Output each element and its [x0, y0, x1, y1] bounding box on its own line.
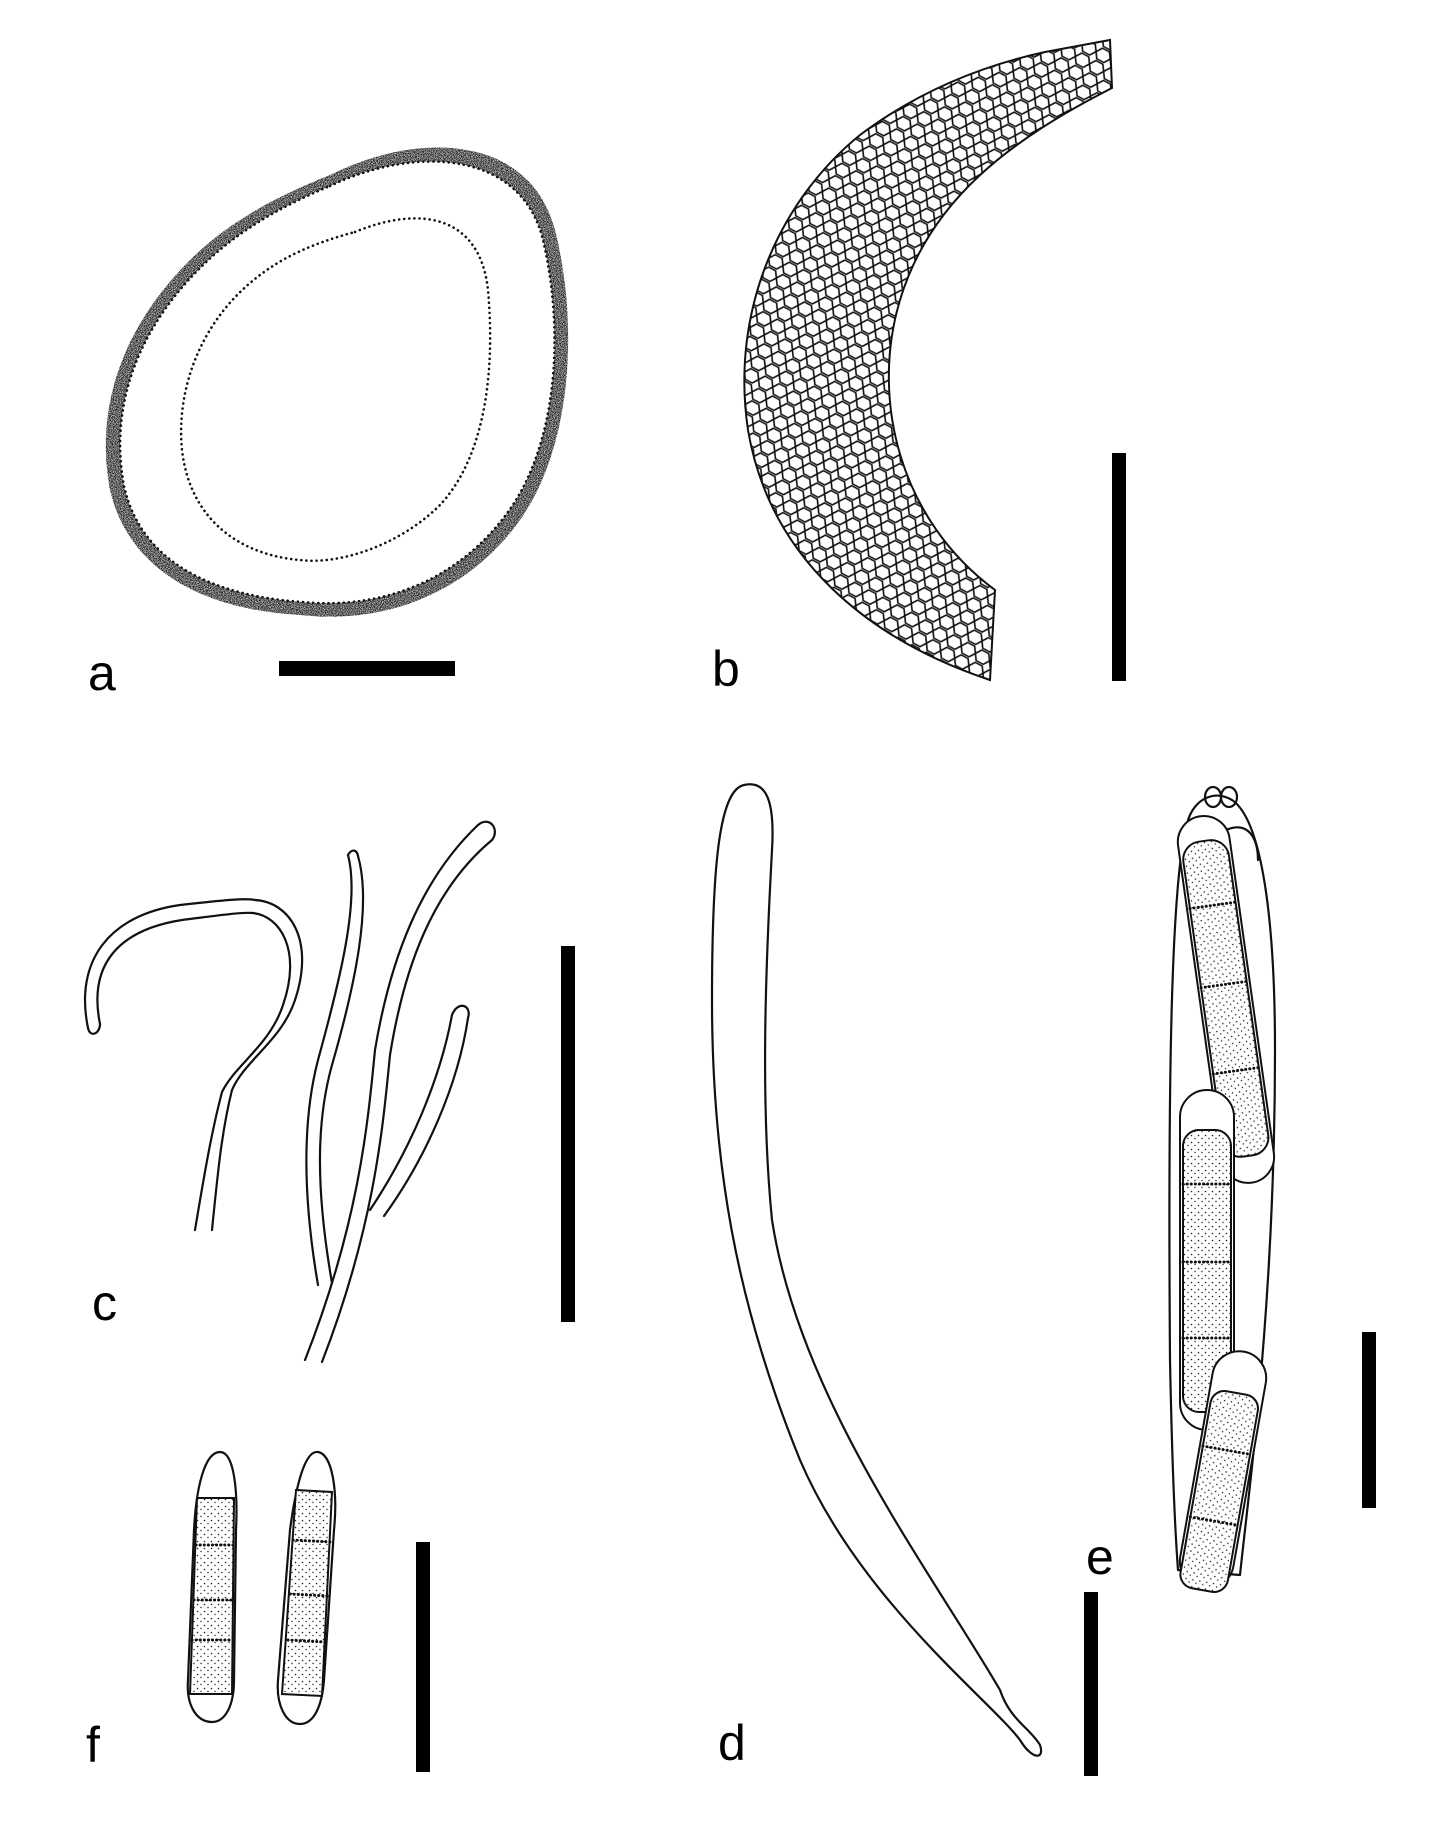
ascospore-f-right: [276, 1450, 337, 1726]
panel-label-c: c: [92, 1275, 117, 1331]
apical-ring-e-2: [1219, 785, 1239, 809]
scale-bar-c: [561, 946, 575, 1322]
ascospore-f-left: [186, 1450, 238, 1724]
scale-bar-e: [1362, 1332, 1376, 1508]
peridium-cell-net: [743, 38, 1114, 682]
panel-label-a: a: [88, 645, 116, 701]
panel-label-f: f: [86, 1717, 100, 1773]
panel-f: f: [86, 1450, 430, 1773]
scale-bar-f: [416, 1542, 430, 1772]
ascoma-inner-cavity: [179, 217, 492, 563]
ascus-outline: [710, 783, 1043, 1757]
ascospore-e-middle: [1179, 1089, 1235, 1431]
panel-label-d: d: [718, 1715, 746, 1771]
panel-b: b: [712, 38, 1126, 697]
panel-e: e: [1086, 785, 1376, 1593]
scale-bar-d: [1084, 1592, 1098, 1776]
pseudoparaphyses-hyphae: [83, 820, 496, 1364]
panel-c: c: [83, 820, 575, 1364]
panel-label-b: b: [712, 641, 740, 697]
panel-label-e: e: [1086, 1529, 1114, 1585]
ascospore-e-lower: [1178, 1350, 1268, 1593]
panel-d: d: [710, 783, 1098, 1776]
scale-bar-a: [279, 661, 455, 676]
scale-bar-b: [1112, 453, 1126, 681]
ascoma-stippled-exterior: [105, 147, 569, 617]
panel-a: a: [88, 147, 569, 701]
ascospore-e-upper: [1176, 814, 1276, 1184]
ascoma-outer-wall: [118, 160, 556, 605]
